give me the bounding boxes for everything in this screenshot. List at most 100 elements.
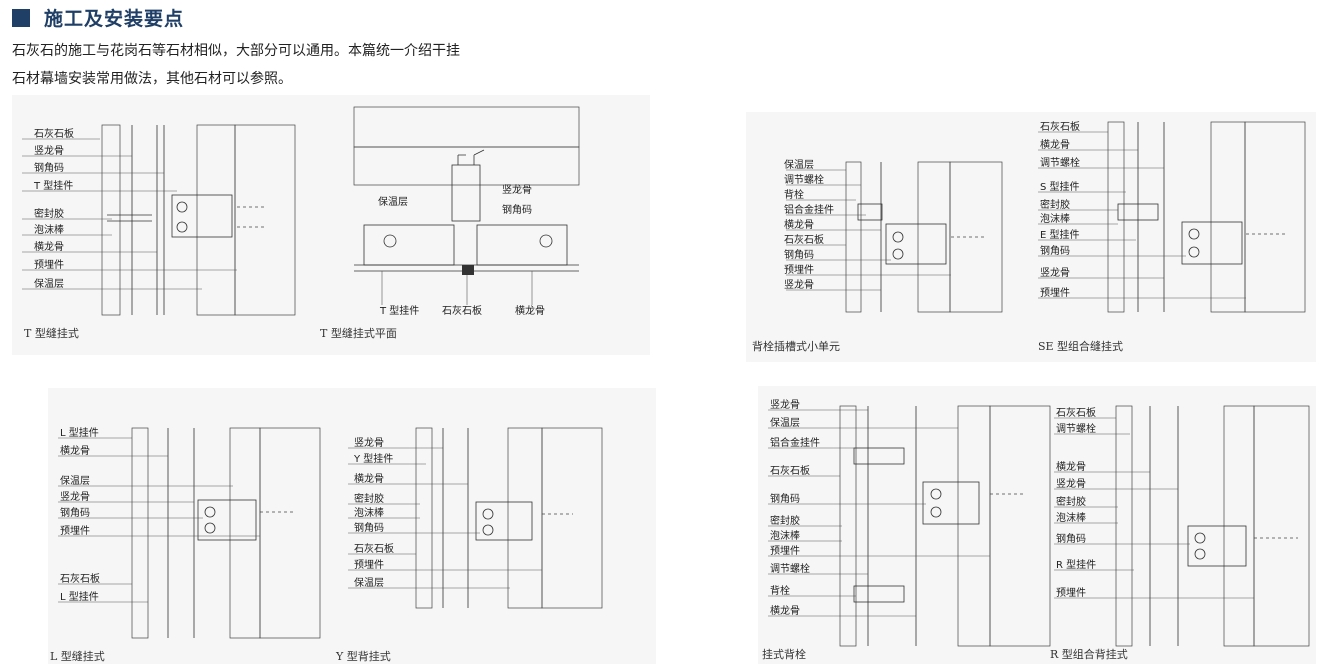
l-label-3: 保温层 xyxy=(60,474,90,487)
r-label-1: 石灰石板 xyxy=(1056,406,1096,419)
intro-line-1: 石灰石的施工与花岗石等石材相似，大部分可以通用。本篇统一介绍干挂 xyxy=(12,43,460,59)
t-joint-label-2: 竖龙骨 xyxy=(34,144,64,157)
se-caption: SE 型组合缝挂式 xyxy=(1038,339,1123,353)
hang-label-9: 调节螺栓 xyxy=(770,562,810,575)
t-plan-drawing xyxy=(353,106,580,305)
r-label-2: 调节螺栓 xyxy=(1056,422,1096,435)
hang-label-2: 保温层 xyxy=(770,416,800,429)
l-label-1: L 型挂件 xyxy=(60,426,99,439)
back-bolt-label-6: 石灰石板 xyxy=(784,233,824,246)
se-label-6: 泡沫棒 xyxy=(1040,212,1070,225)
t-plan-caption: T 型缝挂式平面 xyxy=(320,326,397,340)
section-header: 施工及安装要点 xyxy=(12,4,184,31)
t-joint-label-8: 预埋件 xyxy=(34,259,64,271)
y-label-9: 保温层 xyxy=(354,576,384,589)
title-square-icon xyxy=(12,8,30,27)
se-label-2: 横龙骨 xyxy=(1040,138,1070,151)
back-bolt-label-8: 预埋件 xyxy=(784,264,814,276)
y-label-5: 泡沫棒 xyxy=(354,506,384,519)
t-plan-label-3: 钢角码 xyxy=(502,203,532,216)
r-label-7: 钢角码 xyxy=(1056,532,1086,545)
se-label-10: 预埋件 xyxy=(1040,287,1070,299)
back-bolt-caption: 背栓插槽式小单元 xyxy=(752,339,840,353)
l-joint-drawing xyxy=(58,427,321,639)
hang-label-6: 密封胶 xyxy=(770,514,800,527)
back-bolt-se-svg: 保温层 调节螺栓 背栓 铝合金挂件 横龙骨 石灰石板 钢角码 预埋件 竖龙骨 背… xyxy=(752,120,1306,353)
hang-label-8: 预埋件 xyxy=(770,545,800,557)
t-plan-label-2: 竖龙骨 xyxy=(502,183,532,196)
se-combo-drawing xyxy=(1038,121,1306,313)
back-bolt-label-2: 调节螺栓 xyxy=(784,173,824,186)
r-label-5: 密封胶 xyxy=(1056,495,1086,508)
y-label-3: 横龙骨 xyxy=(354,472,384,485)
section-title: 施工及安装要点 xyxy=(44,8,185,30)
t-plan-label-5: 石灰石板 xyxy=(442,304,482,317)
se-label-8: 钢角码 xyxy=(1040,244,1070,257)
y-label-4: 密封胶 xyxy=(354,492,384,505)
t-joint-label-9: 保温层 xyxy=(34,277,64,290)
l-caption: L 型缝挂式 xyxy=(50,649,105,663)
t-joint-label-1: 石灰石板 xyxy=(34,127,74,140)
t-joint-label-3: 钢角码 xyxy=(34,161,64,174)
se-label-9: 竖龙骨 xyxy=(1040,266,1070,279)
l-label-2: 横龙骨 xyxy=(60,444,90,457)
panel-back-bolt-se: 保温层 调节螺栓 背栓 铝合金挂件 横龙骨 石灰石板 钢角码 预埋件 竖龙骨 背… xyxy=(746,112,1316,362)
hang-label-1: 竖龙骨 xyxy=(770,398,800,411)
hang-label-7: 泡沫棒 xyxy=(770,529,800,542)
intro-line-2: 石材幕墙安装常用做法，其他石材可以参照。 xyxy=(12,71,292,87)
l-label-6: 预埋件 xyxy=(60,525,90,537)
r-label-6: 泡沫棒 xyxy=(1056,511,1086,524)
r-label-8: R 型挂件 xyxy=(1056,558,1096,571)
l-label-4: 竖龙骨 xyxy=(60,490,90,503)
hang-label-10: 背栓 xyxy=(770,584,790,597)
panel-hang-r: 竖龙骨 保温层 铝合金挂件 石灰石板 钢角码 密封胶 泡沫棒 预埋件 调节螺栓 … xyxy=(758,386,1316,664)
t-joint-label-5: 密封胶 xyxy=(34,207,64,220)
back-bolt-label-9: 竖龙骨 xyxy=(784,278,814,291)
l-y-svg: L 型挂件 横龙骨 保温层 竖龙骨 钢角码 预埋件 石灰石板 L 型挂件 L 型… xyxy=(50,426,603,663)
back-bolt-label-7: 钢角码 xyxy=(784,248,814,261)
hang-r-svg: 竖龙骨 保温层 铝合金挂件 石灰石板 钢角码 密封胶 泡沫棒 预埋件 调节螺栓 … xyxy=(762,398,1310,661)
t-joint-drawing xyxy=(22,124,296,316)
back-bolt-label-5: 横龙骨 xyxy=(784,218,814,231)
l-label-8: L 型挂件 xyxy=(60,590,99,603)
panel-t-joint: 石灰石板 竖龙骨 钢角码 T 型挂件 密封胶 泡沫棒 横龙骨 预埋件 保温层 T… xyxy=(12,95,650,355)
y-label-1: 竖龙骨 xyxy=(354,436,384,449)
r-label-4: 竖龙骨 xyxy=(1056,477,1086,490)
t-joint-label-4: T 型挂件 xyxy=(33,179,73,192)
y-label-8: 预埋件 xyxy=(354,559,384,571)
se-label-5: 密封胶 xyxy=(1040,198,1070,211)
r-combo-drawing xyxy=(1054,405,1310,647)
y-label-6: 钢角码 xyxy=(354,521,384,534)
se-label-4: S 型挂件 xyxy=(1040,180,1080,193)
l-label-5: 钢角码 xyxy=(60,506,90,519)
y-label-2: Y 型挂件 xyxy=(353,452,393,465)
se-label-1: 石灰石板 xyxy=(1040,120,1080,133)
r-label-3: 横龙骨 xyxy=(1056,460,1086,473)
t-plan-label-4: T 型挂件 xyxy=(379,304,419,317)
hang-label-5: 钢角码 xyxy=(770,492,800,505)
t-joint-caption: T 型缝挂式 xyxy=(24,326,79,340)
panel-l-y: L 型挂件 横龙骨 保温层 竖龙骨 钢角码 预埋件 石灰石板 L 型挂件 L 型… xyxy=(48,388,656,664)
back-bolt-drawing xyxy=(786,161,1003,313)
back-bolt-label-3: 背栓 xyxy=(784,188,804,201)
r-label-9: 预埋件 xyxy=(1056,587,1086,599)
t-joint-svg: 石灰石板 竖龙骨 钢角码 T 型挂件 密封胶 泡沫棒 横龙骨 预埋件 保温层 T… xyxy=(22,106,580,340)
hang-caption: 挂式背栓 xyxy=(762,647,806,661)
hang-label-3: 铝合金挂件 xyxy=(770,436,820,449)
y-caption: Y 型背挂式 xyxy=(335,649,391,663)
hang-label-4: 石灰石板 xyxy=(770,464,810,477)
se-label-3: 调节螺栓 xyxy=(1040,156,1080,169)
y-label-7: 石灰石板 xyxy=(354,542,394,555)
r-caption: R 型组合背挂式 xyxy=(1050,647,1128,661)
t-plan-label-6: 横龙骨 xyxy=(515,304,545,317)
hang-bolt-drawing xyxy=(768,405,1051,647)
se-label-7: E 型挂件 xyxy=(1040,228,1080,241)
t-plan-label-1: 保温层 xyxy=(378,195,408,208)
back-bolt-label-4: 铝合金挂件 xyxy=(784,203,834,216)
l-label-7: 石灰石板 xyxy=(60,572,100,585)
back-bolt-label-1: 保温层 xyxy=(784,158,814,171)
t-joint-label-6: 泡沫棒 xyxy=(34,223,64,236)
y-back-drawing xyxy=(348,427,603,609)
hang-label-11: 横龙骨 xyxy=(770,604,800,617)
t-joint-label-7: 横龙骨 xyxy=(34,240,64,253)
